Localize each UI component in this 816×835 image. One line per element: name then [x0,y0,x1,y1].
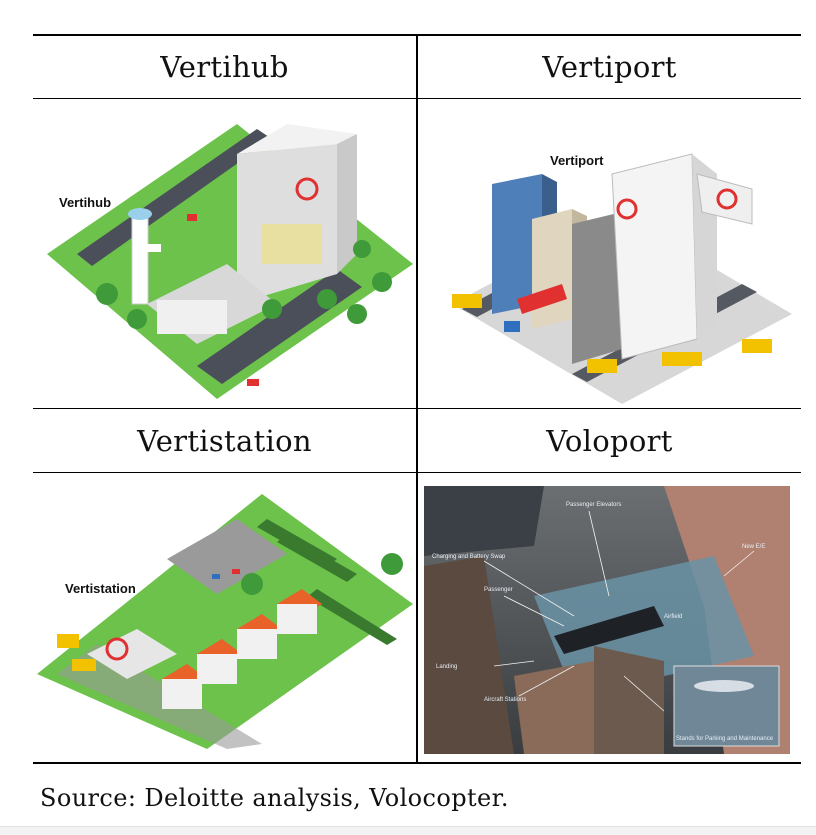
vertistation-label: Vertistation [65,581,136,596]
header-vertistation: Vertistation [137,424,312,458]
vertihub-illustration: Vertihub [37,104,413,404]
column-divider [416,34,418,764]
vertistation-illustration: Vertistation [37,479,413,759]
voloport-callouts: Passenger Elevators Charging and Battery… [432,502,774,742]
houses [162,589,322,709]
page-footer-band [0,826,816,835]
callout-charging: Charging and Battery Swap [432,554,506,560]
header-vertiport: Vertiport [542,50,677,84]
callout-aircraft-stations: Aircraft Stations [484,697,526,703]
callout-landing: Landing [436,664,457,670]
callout-airfield: Airfield [664,614,682,620]
vertiport-illustration: Vertiport [422,104,798,404]
source-note: Source: Deloitte analysis, Volocopter. [40,784,509,812]
comparison-table: Vertihub Vertiport Vertistation Voloport… [33,34,801,764]
callout-new: New E/E [742,544,765,550]
voloport-image: Passenger Elevators Charging and Battery… [424,486,790,754]
callout-passenger-elevators: Passenger Elevators [566,502,621,508]
callout-passenger: Passenger [484,587,513,593]
header-voloport: Voloport [546,424,673,458]
vertihub-label: Vertihub [59,195,111,210]
callout-stands: Stands for Parking and Maintenance [676,736,774,742]
vertiport-label: Vertiport [550,153,604,168]
header-vertihub: Vertihub [160,50,289,84]
